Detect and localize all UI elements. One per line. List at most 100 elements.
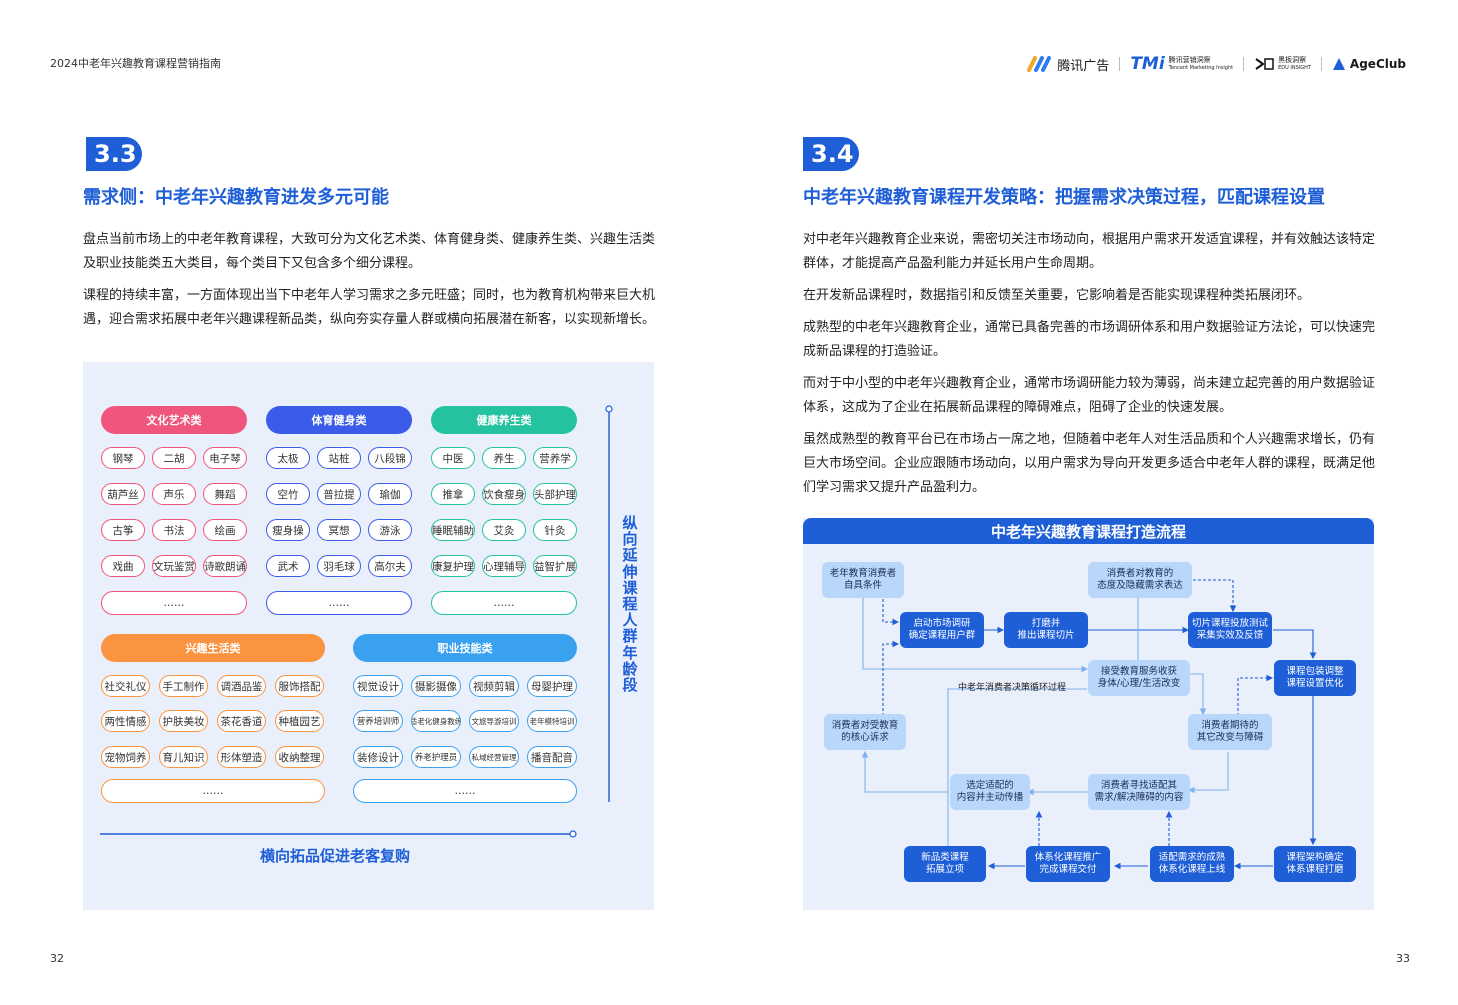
course-item: 益智扩展 [533, 555, 577, 577]
course-item: 太极 [266, 447, 310, 469]
course-item: 文旅导游培训 [469, 710, 519, 732]
course-item: 社交礼仪 [101, 675, 150, 697]
course-item: 艾灸 [482, 519, 526, 541]
course-item: 睡眠辅助 [431, 519, 475, 541]
horizontal-axis-label: 横向拓品促进老客复购 [260, 847, 411, 865]
page-number-left: 32 [50, 952, 64, 965]
partner-logos: 腾讯广告 TMi 腾讯营销洞察 Tencent Marketing Insigh… [1027, 52, 1406, 76]
course-item: 空竹 [266, 483, 310, 505]
course-item: 养生 [482, 447, 526, 469]
flow-node-text: 完成课程交付 [1039, 864, 1097, 875]
category-header: 体育健身类 [266, 406, 412, 434]
course-item: 八段锦 [368, 447, 412, 469]
course-item: 钢琴 [101, 447, 145, 469]
flow-node-n8: 消费者对受教育的核心诉求 [824, 714, 906, 750]
flow-node-text: 体系化课程推广 [1034, 852, 1102, 863]
flow-node-text: 打磨并 [1031, 618, 1061, 629]
paragraph: 虽然成熟型的教育平台已在市场占一席之地，但随着中老年人对生活品质和个人兴趣需求增… [803, 432, 1376, 495]
flow-node-text: 身体/心理/生活改变 [1097, 678, 1181, 689]
paragraph: 在开发新品课程时，数据指引和反馈至关重要，它影响着是否能实现课程种类拓展闭环。 [803, 288, 1311, 303]
course-item: 装修设计 [353, 746, 403, 768]
tencent-ads-logo: 腾讯广告 [1027, 55, 1109, 74]
course-item: 两性情感 [101, 710, 150, 732]
course-item: 摄影摄像 [411, 675, 461, 697]
course-item: 适老化健身教练 [411, 710, 461, 732]
flow-node-n6: 接受教育服务收获身体/心理/生活改变 [1088, 660, 1190, 696]
flow-node-text: 拓展立项 [925, 864, 964, 875]
flow-node-n3: 启动市场调研确定课程用户群 [900, 612, 984, 648]
flow-node-text: 确定课程用户群 [908, 630, 976, 641]
course-item: 育儿知识 [159, 746, 208, 768]
course-item: 饮食瘦身 [482, 483, 526, 505]
flow-node-text: 其它改变与障碍 [1196, 732, 1264, 743]
category-header: 健康养生类 [431, 406, 577, 434]
flow-node-text: 消费者对教育的 [1106, 568, 1174, 579]
section-number-3-3: 3.3 [86, 137, 142, 171]
course-item: 种植园艺 [275, 710, 324, 732]
flow-node-n14: 适配需求的成熟体系化课程上线 [1150, 846, 1234, 882]
flow-node-text: 体系课程打磨 [1286, 864, 1344, 875]
course-item: 营养学 [533, 447, 577, 469]
flow-node-text: 新品类课程 [921, 852, 969, 863]
course-item: 母婴护理 [527, 675, 577, 697]
course-item: 绘画 [203, 519, 247, 541]
course-item: 针灸 [533, 519, 577, 541]
flow-node-text: 体系化课程上线 [1158, 864, 1226, 875]
flow-node-text: 消费者期待的 [1201, 720, 1259, 731]
course-more: …… [266, 591, 412, 615]
course-item: 书法 [152, 519, 196, 541]
flow-node-text: 需求/解决障碍的内容 [1094, 792, 1184, 803]
course-item: 二胡 [152, 447, 196, 469]
flow-node-text: 适配需求的成熟 [1158, 852, 1226, 863]
course-item: 心理辅导 [482, 555, 526, 577]
course-item: 营养培训师 [353, 710, 403, 732]
section-title-right: 中老年兴趣教育课程开发策略：把握需求决策过程，匹配课程设置 [803, 187, 1325, 208]
course-item: 舞蹈 [203, 483, 247, 505]
right-body-text: 对中老年兴趣教育企业来说，需密切关注市场动向，根据用户需求开发适宜课程，并有效触… [803, 228, 1377, 508]
course-item: 收纳整理 [275, 746, 324, 768]
course-item: 服饰搭配 [275, 675, 324, 697]
course-item: 武术 [266, 555, 310, 577]
flow-node-text: 接受教育服务收获 [1100, 666, 1177, 677]
page-number-right: 33 [1396, 952, 1410, 965]
course-item: 羽毛球 [317, 555, 361, 577]
course-item: 形体塑造 [217, 746, 266, 768]
course-item: 视频剪辑 [469, 675, 519, 697]
course-more: …… [431, 591, 577, 615]
flow-node-n9: 消费者期待的其它改变与障碍 [1188, 714, 1272, 750]
course-item: 电子琴 [203, 447, 247, 469]
flow-node-text: 老年教育消费者 [829, 568, 897, 579]
paragraph: 对中老年兴趣教育企业来说，需密切关注市场动向，根据用户需求开发适宜课程，并有效触… [803, 232, 1376, 271]
course-item: 护肤美妆 [159, 710, 208, 732]
course-item: 养老护理员 [411, 746, 461, 768]
course-item: 瘦身操 [266, 519, 310, 541]
flow-node-n15: 课程架构确定体系课程打磨 [1274, 846, 1356, 882]
course-item: 视觉设计 [353, 675, 403, 697]
course-item: 播音配音 [527, 746, 577, 768]
flow-node-n1: 老年教育消费者自具条件 [822, 562, 904, 598]
flow-node-n13: 体系化课程推广完成课程交付 [1026, 846, 1110, 882]
course-item: 游泳 [368, 519, 412, 541]
tencent-ads-icon [1027, 56, 1052, 72]
section-number-3-4: 3.4 [803, 137, 859, 171]
flow-node-n2: 消费者对教育的态度及隐藏需求表达 [1088, 562, 1192, 598]
course-item: 戏曲 [101, 555, 145, 577]
category-header: 职业技能类 [353, 634, 577, 662]
flow-node-n5: 切片课程投放测试采集实效及反馈 [1188, 612, 1272, 648]
course-item: 手工制作 [159, 675, 208, 697]
flow-node-text: 消费者寻找适配其 [1100, 780, 1177, 791]
course-item: 声乐 [152, 483, 196, 505]
ageclub-a-icon [1332, 58, 1345, 70]
left-body-text: 盘点当前市场上的中老年教育课程，大致可分为文化艺术类、体育健身类、健康养生类、兴… [83, 228, 657, 340]
vertical-axis-label: 纵向延伸课程人群年龄段 [622, 514, 638, 695]
blackboard-icon [1255, 58, 1274, 70]
flow-node-n11: 消费者寻找适配其需求/解决障碍的内容 [1088, 774, 1190, 810]
flow-node-text: 启动市场调研 [913, 618, 971, 629]
course-item: 高尔夫 [368, 555, 412, 577]
flow-node-text: 的核心诉求 [841, 732, 889, 743]
course-item: 推拿 [431, 483, 475, 505]
flow-diagram-title: 中老年兴趣教育课程打造流程 [803, 518, 1374, 544]
flow-node-text: 推出课程切片 [1017, 630, 1075, 641]
course-item: 文玩鉴赏 [152, 555, 196, 577]
vertical-axis-arrow [605, 405, 613, 802]
